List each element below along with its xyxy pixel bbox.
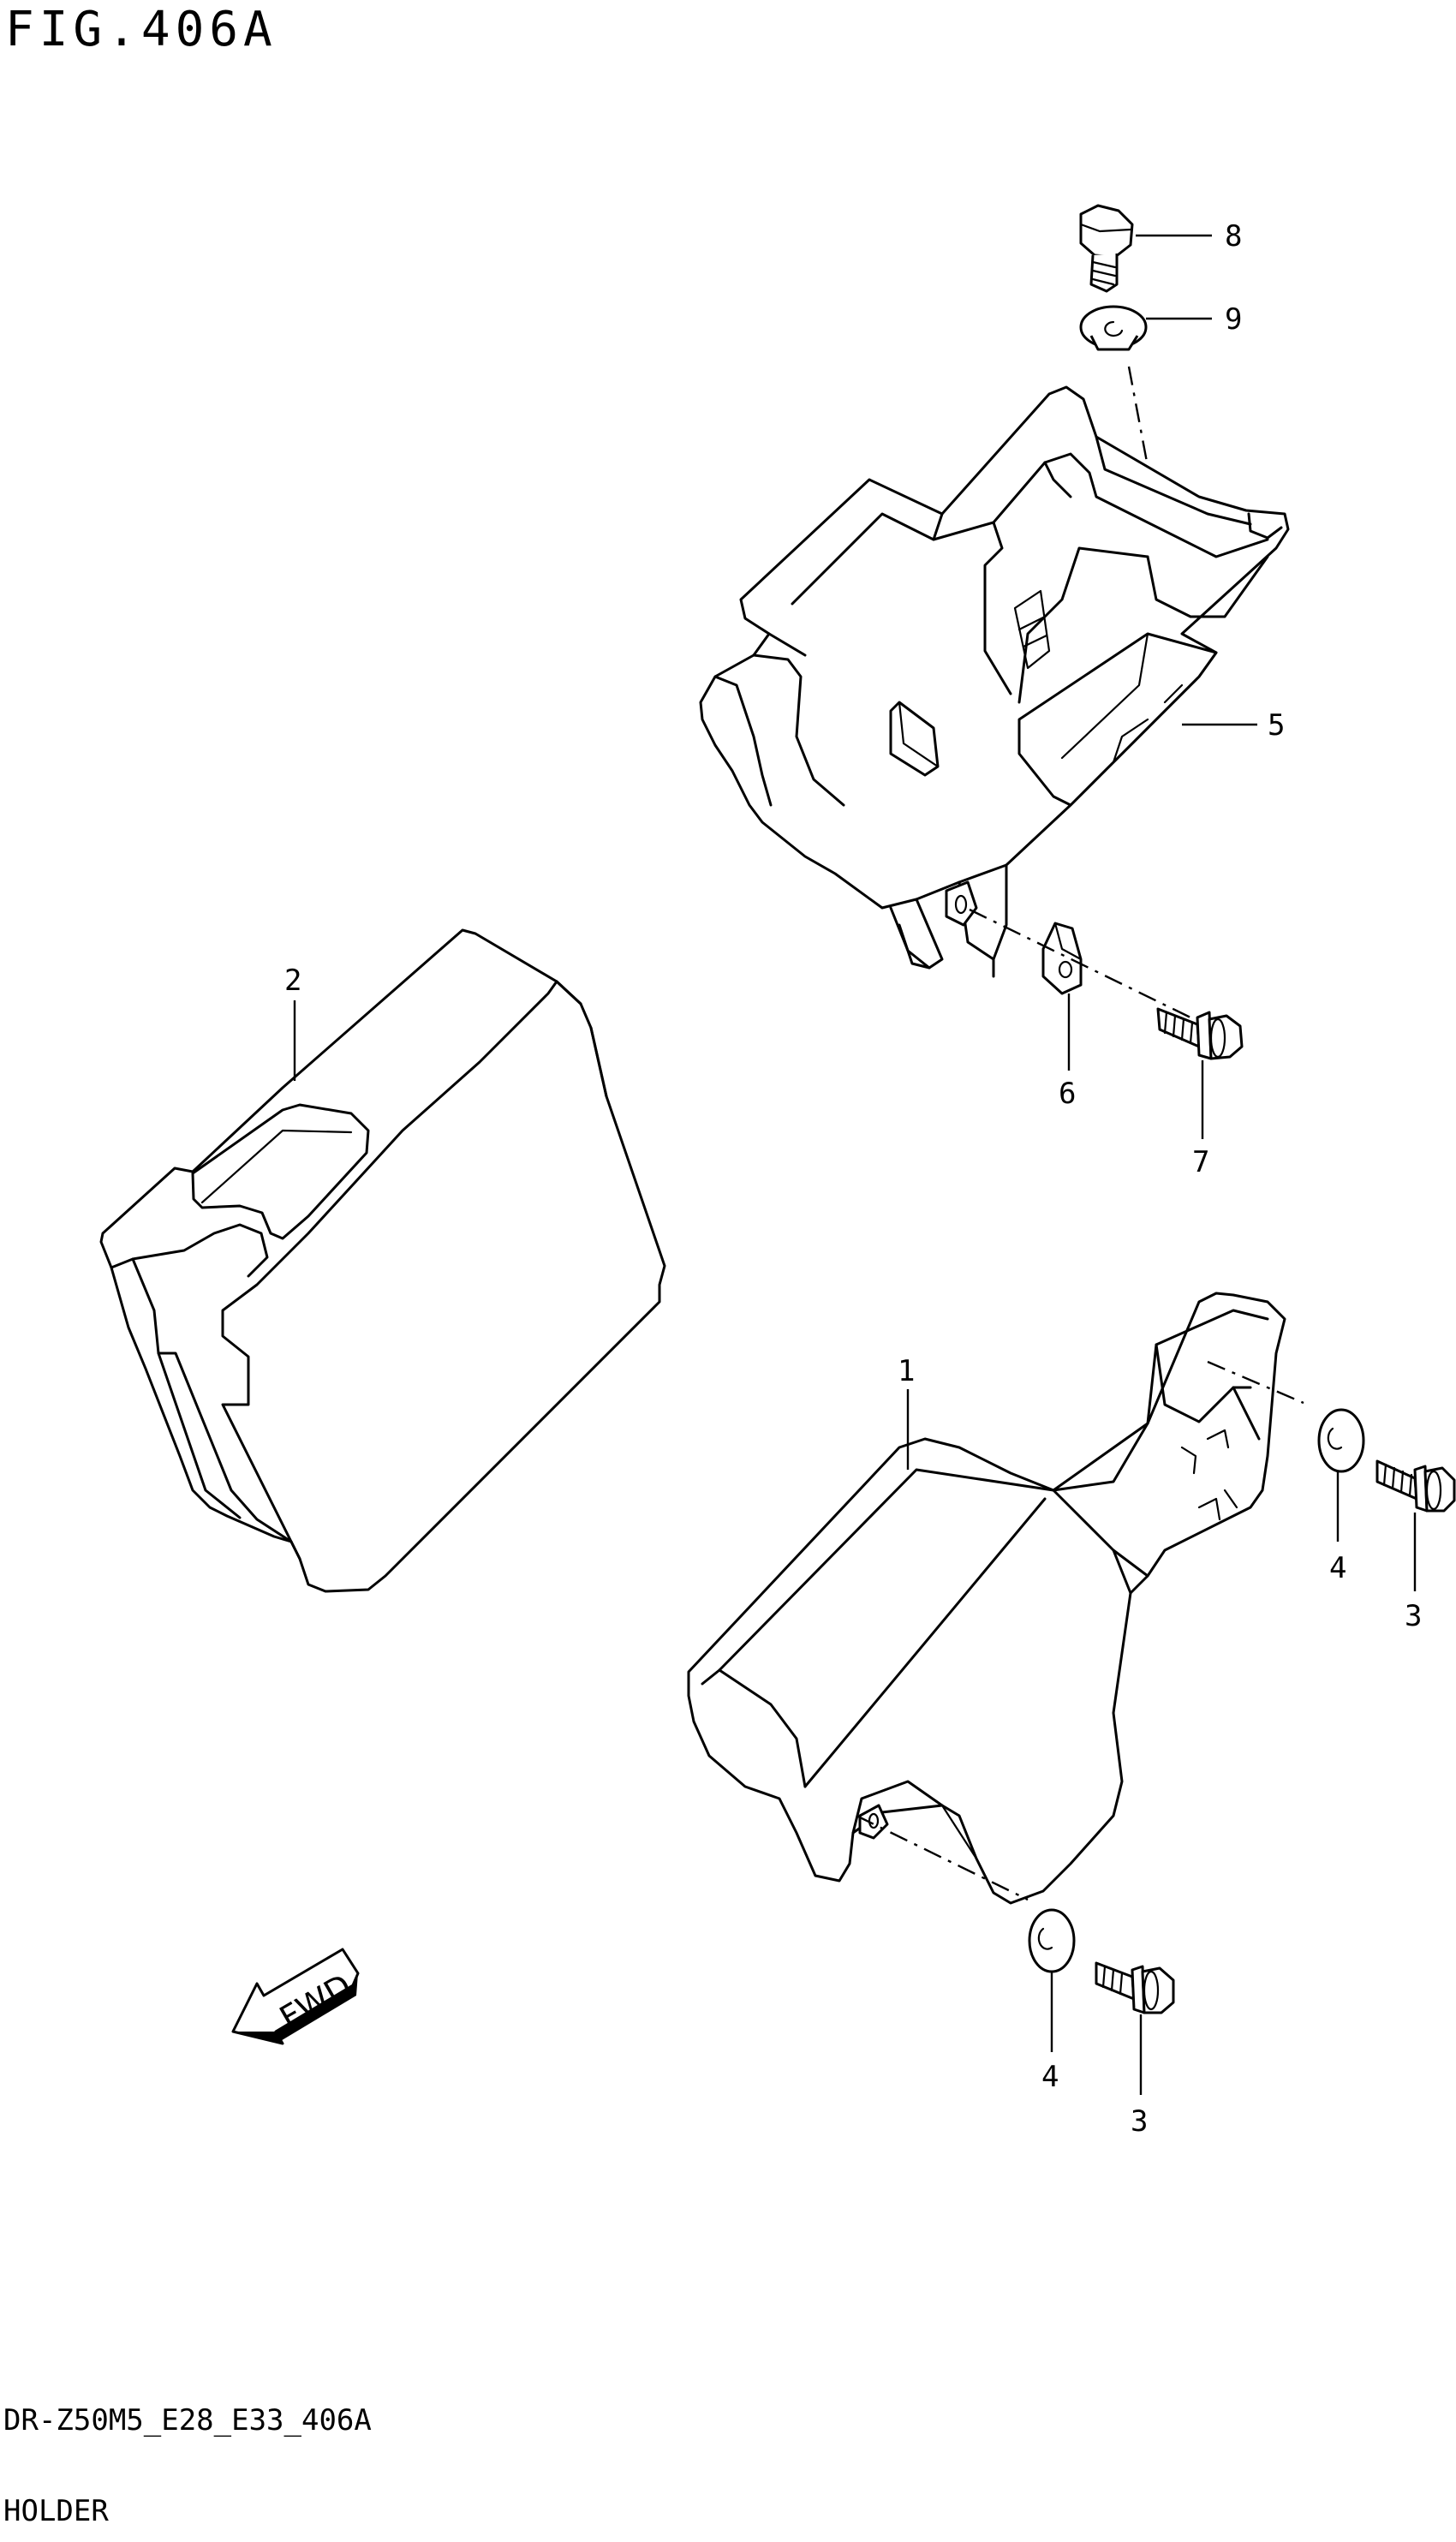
model-code: DR-Z50M5_E28_E33_406A (3, 2403, 372, 2438)
part-3-bolt-lower[interactable] (1095, 1961, 1175, 2014)
callout-6: 7 (1192, 1145, 1209, 1179)
callout-2: 2 (284, 964, 301, 998)
fwd-arrow-icon: FWD (231, 1948, 360, 2045)
part-2-cover[interactable] (99, 928, 666, 1593)
callout-5: 5 (1268, 708, 1285, 743)
callout-1: 1 (898, 1354, 915, 1388)
part-6-bolt[interactable] (1156, 1007, 1244, 1060)
callout-3-lower: 3 (1131, 2104, 1148, 2139)
part-4-washer-lower[interactable] (1028, 1908, 1076, 1973)
part-7-clip-nut[interactable] (1041, 922, 1083, 995)
part-9-grommet[interactable] (1079, 305, 1148, 351)
callout-9: 9 (1225, 302, 1242, 337)
callout-4-lower: 4 (1041, 2060, 1059, 2094)
callout-8: 8 (1225, 219, 1242, 254)
part-8-bolt[interactable] (1079, 204, 1134, 293)
part-5-holder-tray[interactable] (699, 385, 1290, 978)
group-name: HOLDER (3, 2494, 109, 2528)
part-1-cover[interactable] (687, 1292, 1286, 1905)
part-4-washer-upper[interactable] (1317, 1408, 1365, 1473)
callout-7: 6 (1059, 1077, 1076, 1111)
part-3-bolt-upper[interactable] (1375, 1459, 1456, 1513)
callout-3-upper: 3 (1405, 1599, 1422, 1633)
figure-title: FIG.406A (5, 2, 277, 57)
callout-4-upper: 4 (1329, 1551, 1346, 1585)
